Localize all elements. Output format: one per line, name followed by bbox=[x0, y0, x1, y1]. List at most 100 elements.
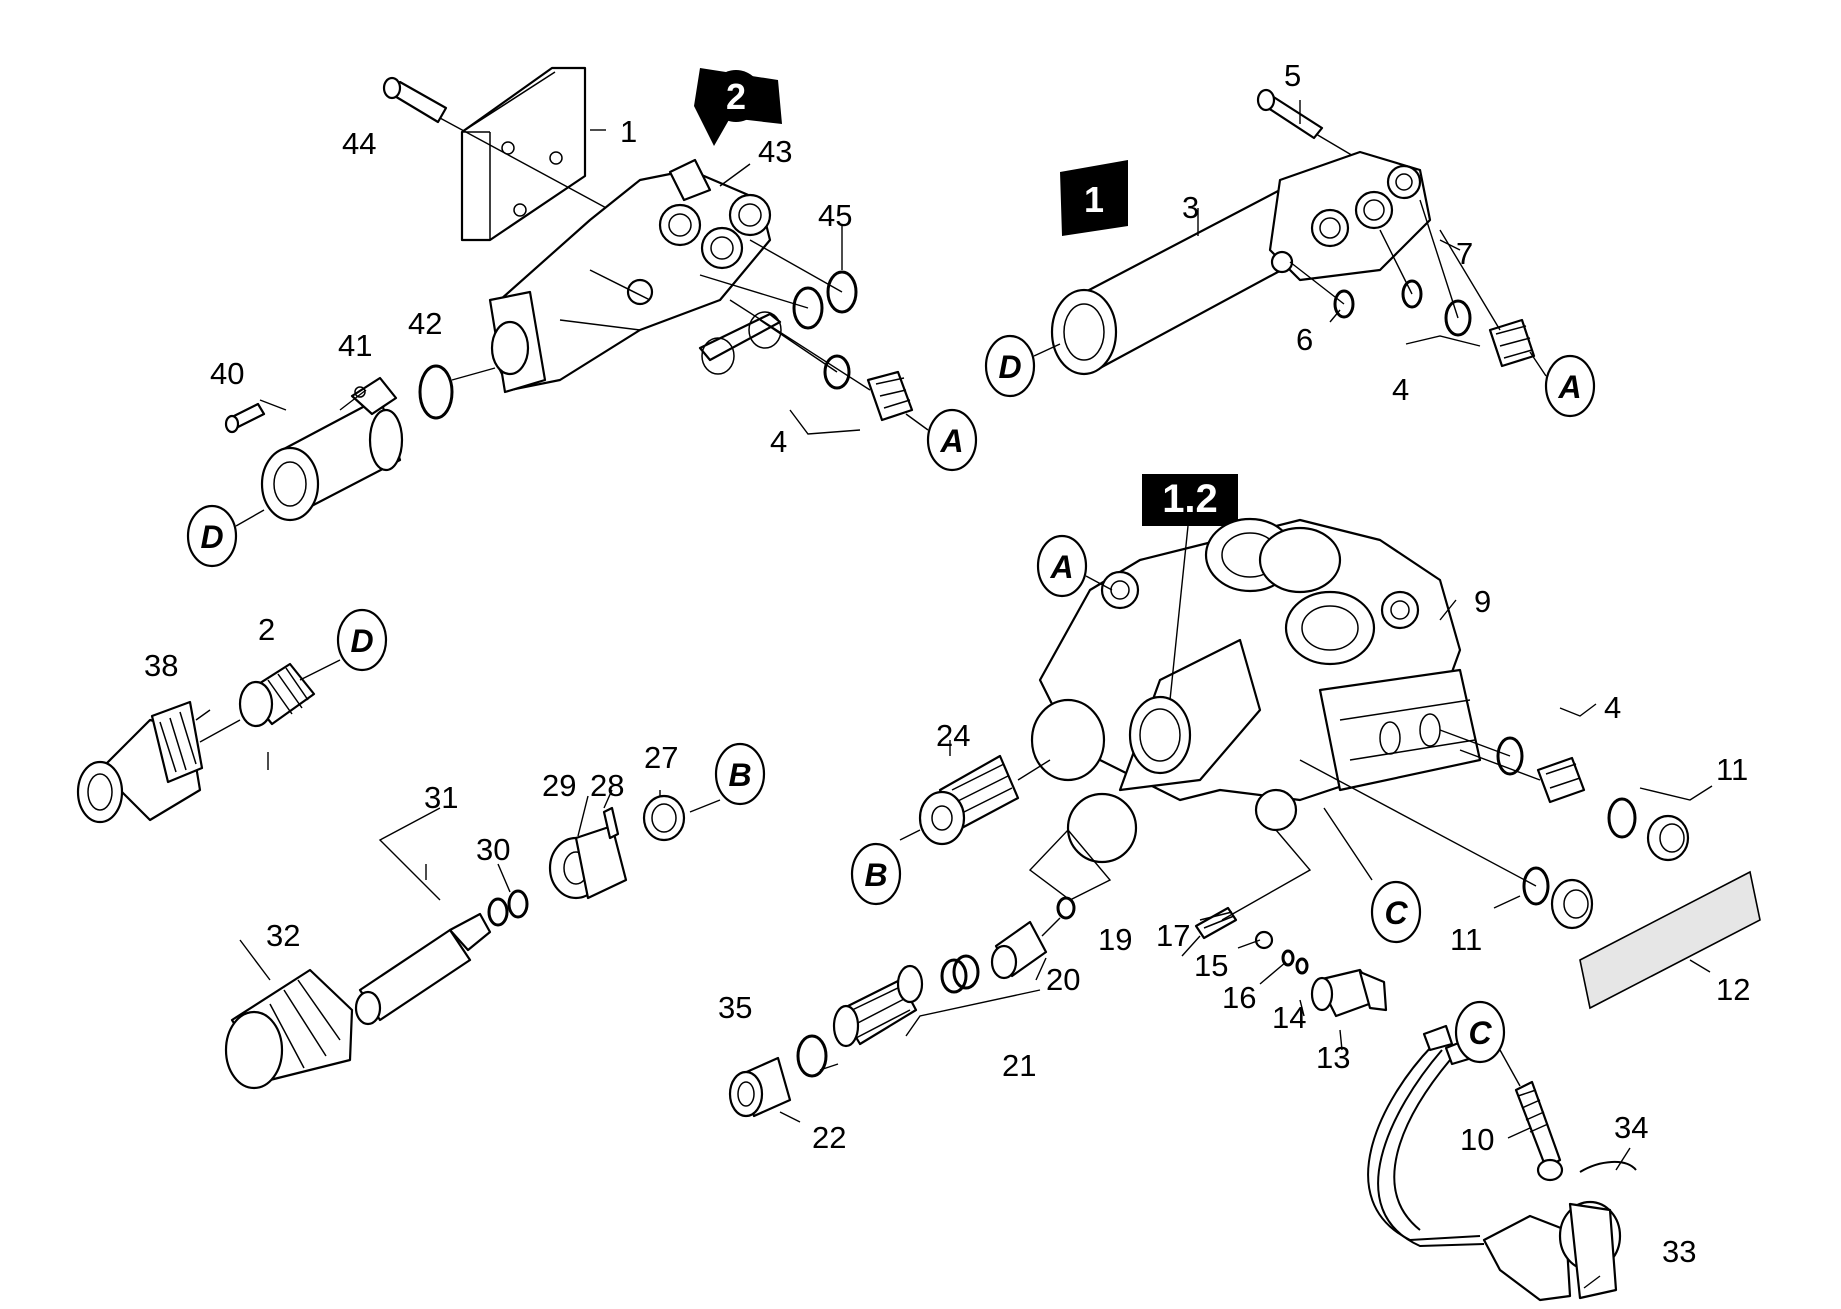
valve-21 bbox=[832, 964, 924, 1048]
connection-marker-a-left: A bbox=[905, 408, 978, 472]
filter-2 bbox=[238, 662, 316, 728]
svg-text:1.2: 1.2 bbox=[1162, 477, 1218, 521]
svg-text:D: D bbox=[998, 349, 1021, 385]
piston-10 bbox=[1514, 1080, 1564, 1182]
pump-head-9: 1.2 bbox=[1030, 474, 1482, 864]
group-marker-1-2: 1.2 bbox=[1142, 474, 1238, 526]
label-11-lower: 11 bbox=[1450, 922, 1482, 957]
svg-text:B: B bbox=[728, 757, 751, 793]
label-12: 12 bbox=[1716, 972, 1750, 1007]
label-2: 2 bbox=[258, 612, 275, 647]
connection-marker-d-top: D bbox=[984, 334, 1061, 398]
label-31: 31 bbox=[424, 780, 458, 815]
connection-marker-a-center: A bbox=[1036, 534, 1113, 598]
label-32: 32 bbox=[266, 918, 300, 953]
valve-4-lower bbox=[1536, 756, 1586, 804]
label-45: 45 bbox=[818, 198, 852, 233]
plug-22 bbox=[728, 1056, 792, 1118]
svg-text:C: C bbox=[1468, 1015, 1492, 1051]
label-17: 17 bbox=[1156, 918, 1190, 953]
svg-text:D: D bbox=[200, 519, 223, 555]
label-35: 35 bbox=[718, 990, 752, 1025]
screw-40 bbox=[224, 402, 266, 434]
connection-marker-a-right: A bbox=[1529, 351, 1596, 418]
part-number-labels: 1 2 3 4 4 4 5 6 7 9 10 11 11 12 13 14 15… bbox=[144, 58, 1750, 1269]
label-16: 16 bbox=[1222, 980, 1256, 1015]
label-4-left: 4 bbox=[770, 424, 787, 459]
svg-text:C: C bbox=[1384, 895, 1408, 931]
o-ring-4-right bbox=[1444, 299, 1472, 337]
group-1-assembly: 1 bbox=[1050, 88, 1536, 376]
label-7: 7 bbox=[1456, 236, 1473, 271]
svg-text:1: 1 bbox=[1084, 179, 1104, 220]
washer-27 bbox=[642, 794, 686, 842]
group-marker-2: 2 bbox=[694, 68, 782, 146]
label-9: 9 bbox=[1474, 584, 1491, 619]
label-44: 44 bbox=[342, 126, 376, 161]
plug-11-upper bbox=[1646, 814, 1690, 862]
label-28: 28 bbox=[590, 768, 624, 803]
label-27: 27 bbox=[644, 740, 678, 775]
connection-marker-c-center: C bbox=[1370, 880, 1422, 944]
connection-marker-c-bottom: C bbox=[1454, 1000, 1521, 1087]
label-41: 41 bbox=[338, 328, 372, 363]
plug-11-lower bbox=[1550, 878, 1594, 930]
group-2-assembly: 2 bbox=[224, 66, 914, 522]
label-11-upper: 11 bbox=[1716, 752, 1748, 787]
inlet-pipe-41 bbox=[260, 376, 404, 522]
o-ring-45-group bbox=[698, 239, 858, 375]
connection-marker-b-center: B bbox=[850, 842, 902, 906]
o-ring-30a bbox=[487, 897, 509, 927]
svg-text:A: A bbox=[939, 423, 963, 459]
label-19: 19 bbox=[1098, 922, 1132, 957]
connection-marker-d-left: D bbox=[186, 504, 265, 568]
bolt-44 bbox=[382, 76, 611, 211]
label-4-center: 4 bbox=[1604, 690, 1621, 725]
label-34: 34 bbox=[1614, 1110, 1648, 1145]
label-4-right: 4 bbox=[1392, 372, 1409, 407]
o-ring-11-upper bbox=[1607, 797, 1637, 839]
o-ring-30b bbox=[507, 889, 529, 919]
nipple-13 bbox=[1310, 968, 1388, 1018]
bolt-5 bbox=[1256, 88, 1361, 161]
label-24: 24 bbox=[936, 718, 970, 753]
valve-24 bbox=[918, 754, 1020, 846]
o-ring-4-lower bbox=[1496, 736, 1524, 776]
label-30: 30 bbox=[476, 832, 510, 867]
piston-20 bbox=[990, 920, 1048, 980]
label-5: 5 bbox=[1284, 58, 1301, 93]
connection-marker-b-left: B bbox=[714, 742, 766, 806]
label-43: 43 bbox=[758, 134, 792, 169]
label-38: 38 bbox=[144, 648, 178, 683]
o-ring-42 bbox=[418, 364, 454, 420]
knob-32 bbox=[224, 968, 354, 1090]
valve-seat-29 bbox=[548, 824, 628, 900]
valve-4-right bbox=[1488, 318, 1536, 368]
o-ring-20a bbox=[940, 958, 968, 994]
o-ring-7 bbox=[1401, 279, 1423, 309]
svg-text:D: D bbox=[350, 623, 373, 659]
head-housing bbox=[488, 158, 772, 394]
leader-lines bbox=[195, 100, 1713, 1289]
svg-text:A: A bbox=[1049, 549, 1073, 585]
o-ring-16 bbox=[1281, 949, 1295, 967]
label-33: 33 bbox=[1662, 1234, 1696, 1269]
valve-4-left bbox=[729, 299, 914, 422]
group-marker-1: 1 bbox=[1060, 160, 1128, 236]
label-42: 42 bbox=[408, 306, 442, 341]
cover-strip-12 bbox=[1579, 870, 1761, 1010]
outlet-pipe-3 bbox=[1050, 150, 1432, 376]
pin-28 bbox=[602, 806, 620, 840]
ball-15 bbox=[1254, 930, 1274, 950]
o-ring-35 bbox=[796, 1034, 828, 1078]
label-21: 21 bbox=[1002, 1048, 1036, 1083]
label-15: 15 bbox=[1194, 948, 1228, 983]
o-ring-6 bbox=[1333, 289, 1355, 319]
label-10: 10 bbox=[1460, 1122, 1494, 1157]
label-20: 20 bbox=[1046, 962, 1080, 997]
svg-text:A: A bbox=[1557, 369, 1581, 405]
o-ring-14 bbox=[1295, 957, 1309, 975]
clip-34 bbox=[1579, 1160, 1637, 1173]
o-ring-11-lower bbox=[1522, 866, 1550, 906]
spindle-31 bbox=[354, 912, 492, 1026]
